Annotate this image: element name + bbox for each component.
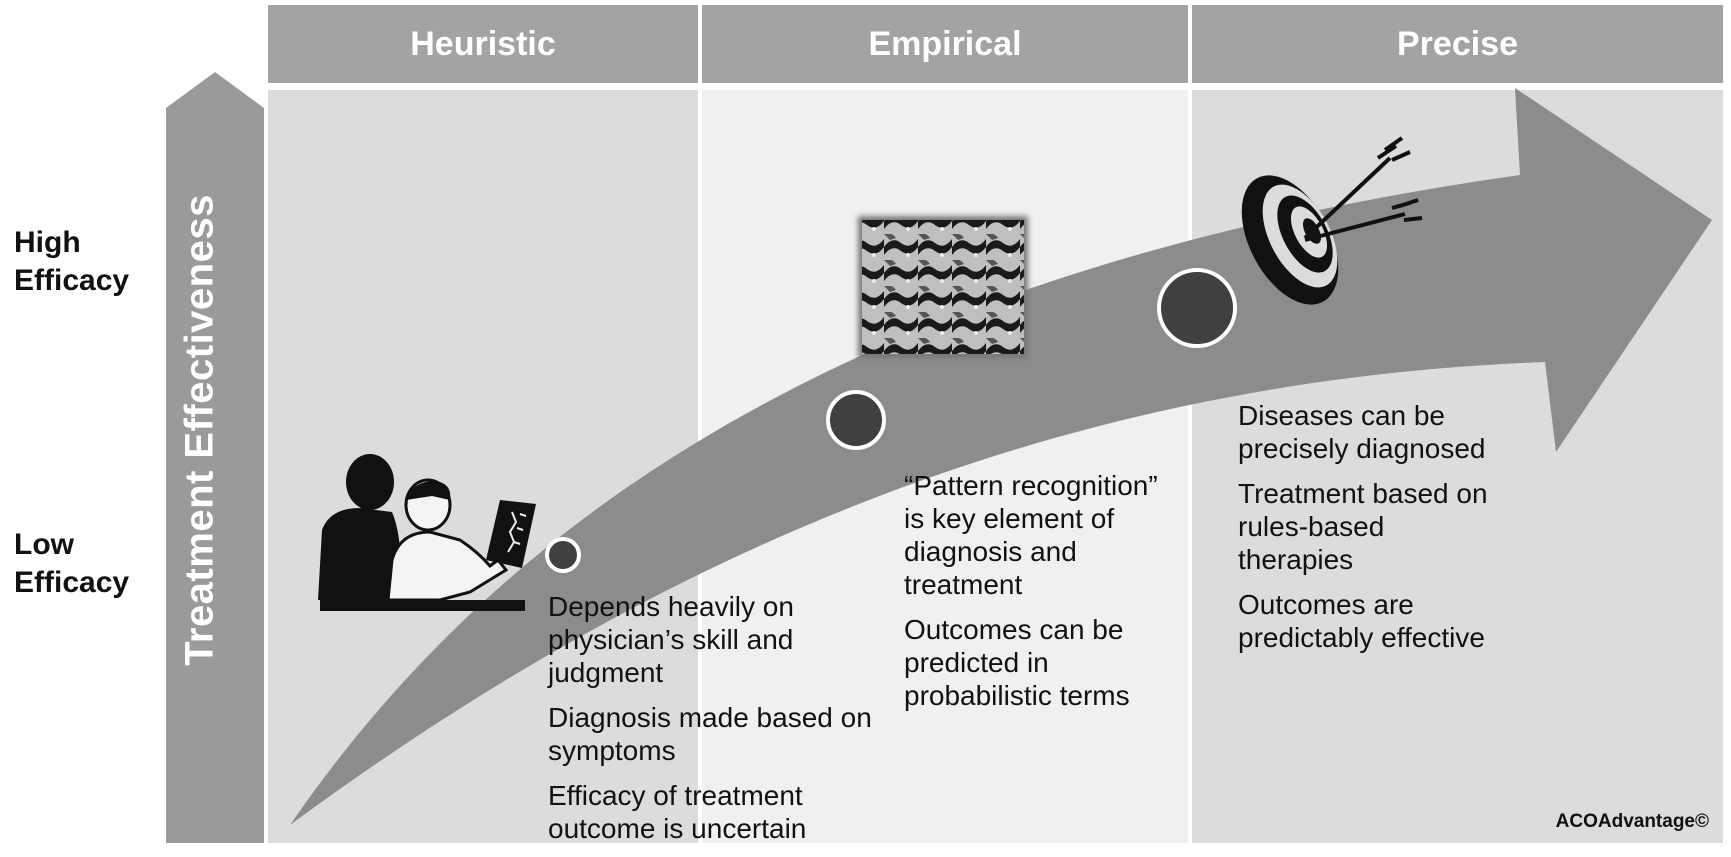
heuristic-bullet-1: Depends heavily on physician’s skill and… xyxy=(548,591,794,688)
heuristic-panel xyxy=(268,90,698,843)
vertical-axis-arrow xyxy=(166,72,264,843)
header-empirical: Empirical xyxy=(702,5,1188,83)
heuristic-bullet-3: Efficacy of treatment outcome is uncerta… xyxy=(548,780,807,844)
pattern-tessellation-image xyxy=(858,216,1028,358)
precise-text: Diseases can be precisely diagnosed Trea… xyxy=(1238,399,1498,666)
dot-empirical xyxy=(826,390,886,450)
precise-bullet-1: Diseases can be precisely diagnosed xyxy=(1238,400,1486,464)
precise-bullet-2: Treatment based on rules-based therapies xyxy=(1238,478,1488,575)
dot-heuristic xyxy=(545,537,581,573)
low-efficacy-line2: Efficacy xyxy=(14,566,130,599)
high-efficacy-label: High Efficacy xyxy=(14,224,129,300)
progression-arrow xyxy=(290,88,1712,825)
header-precise-label: Precise xyxy=(1397,24,1518,63)
copyright-label: ACOAdvantage© xyxy=(1555,811,1709,832)
header-heuristic: Heuristic xyxy=(268,5,698,83)
heuristic-bullet-2: Diagnosis made based on symptoms xyxy=(548,702,872,766)
precise-bullet-3: Outcomes are predictably effective xyxy=(1238,589,1485,653)
heuristic-text: Depends heavily on physician’s skill and… xyxy=(548,590,878,857)
empirical-text: “Pattern recognition” is key element of … xyxy=(904,469,1164,724)
header-empirical-label: Empirical xyxy=(868,24,1022,63)
high-efficacy-line1: High xyxy=(14,226,81,259)
high-efficacy-line2: Efficacy xyxy=(14,264,130,297)
header-precise: Precise xyxy=(1192,5,1723,83)
empirical-bullet-1: “Pattern recognition” is key element of … xyxy=(904,470,1158,600)
dot-precise xyxy=(1157,268,1237,348)
target-with-arrows-icon xyxy=(1241,136,1423,305)
header-heuristic-label: Heuristic xyxy=(410,24,556,63)
low-efficacy-label: Low Efficacy xyxy=(14,526,129,602)
axis-title: Treatment Effectiveness xyxy=(177,194,222,666)
empirical-bullet-2: Outcomes can be predicted in probabilist… xyxy=(904,614,1130,711)
physicians-xray-illustration xyxy=(318,454,536,611)
low-efficacy-line1: Low xyxy=(14,528,74,561)
